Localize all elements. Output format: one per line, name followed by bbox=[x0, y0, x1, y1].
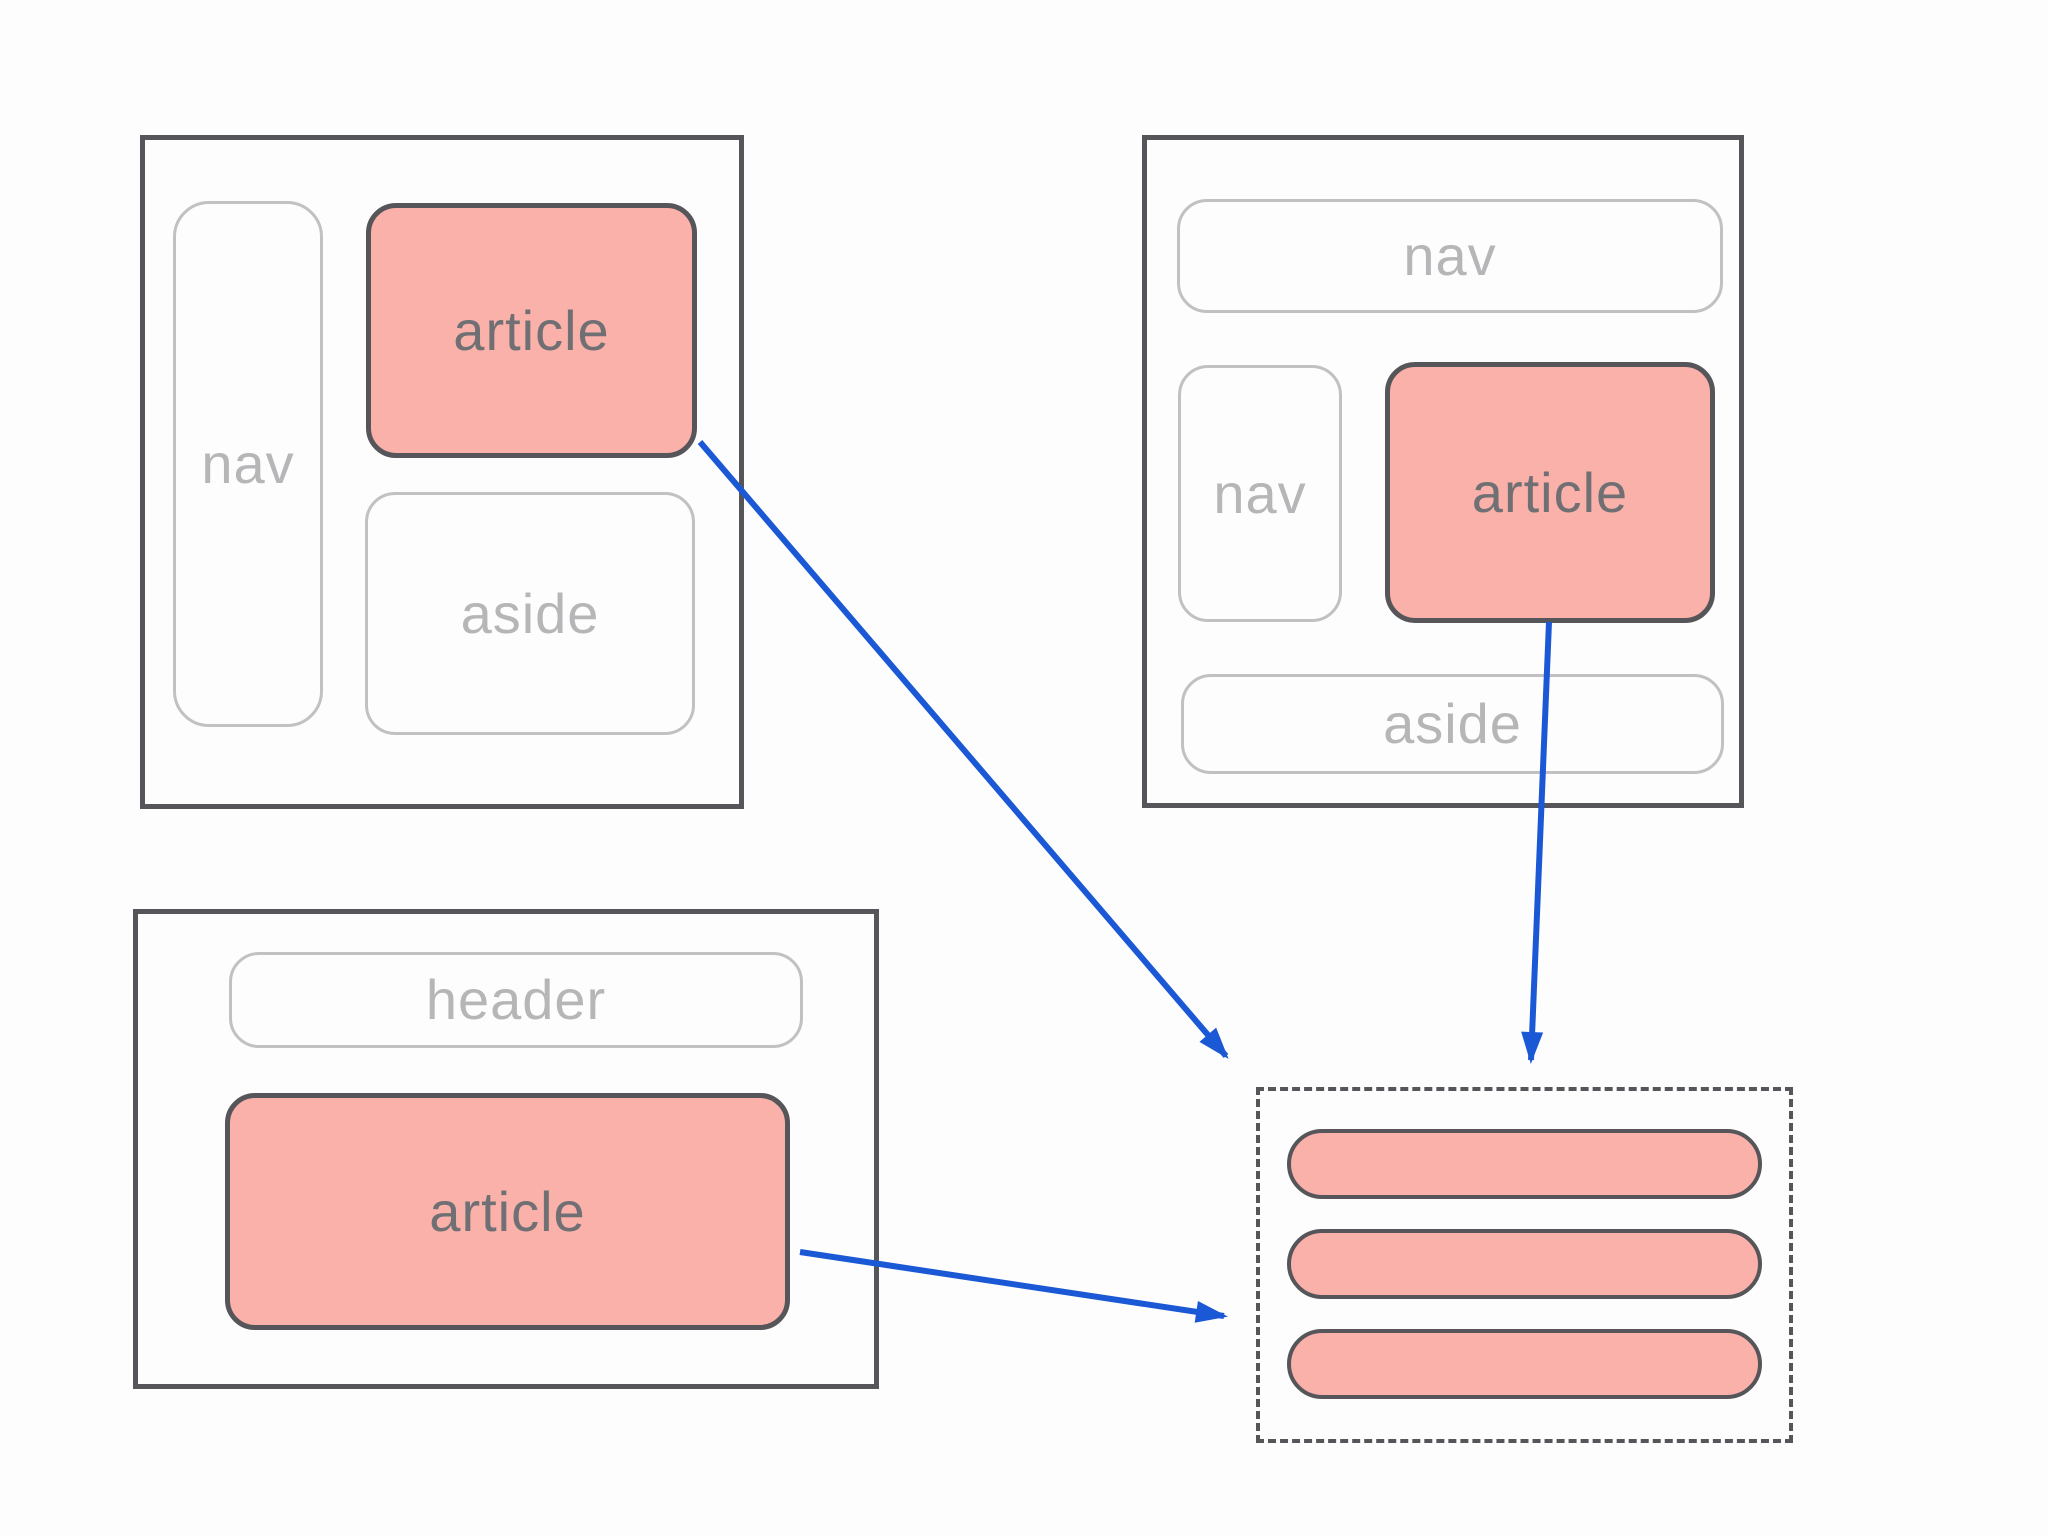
grid-left-aside-box: aside bbox=[365, 492, 695, 735]
nav-label: nav bbox=[1403, 224, 1497, 287]
panel-grid-right: nav nav article aside bbox=[1142, 135, 1744, 808]
panel-grid-left: nav article aside bbox=[140, 135, 744, 809]
target-dashed-box bbox=[1256, 1087, 1793, 1443]
grid-left-nav-box: nav bbox=[173, 201, 323, 727]
grid-left-article-box: article bbox=[366, 203, 697, 458]
content-bar-2 bbox=[1287, 1229, 1762, 1299]
grid-right-article-box: article bbox=[1385, 362, 1715, 623]
panel-stack: header article bbox=[133, 909, 879, 1389]
content-bar-1 bbox=[1287, 1129, 1762, 1199]
aside-label: aside bbox=[1383, 692, 1522, 755]
stack-article-box: article bbox=[225, 1093, 790, 1330]
article-label: article bbox=[429, 1179, 586, 1243]
content-bar-3 bbox=[1287, 1329, 1762, 1399]
header-label: header bbox=[425, 968, 607, 1031]
grid-right-nav-top-box: nav bbox=[1177, 199, 1723, 313]
aside-label: aside bbox=[460, 581, 600, 645]
article-label: article bbox=[1471, 460, 1629, 524]
stack-header-box: header bbox=[229, 952, 803, 1048]
grid-right-nav-left-box: nav bbox=[1178, 365, 1342, 622]
article-label: article bbox=[453, 298, 610, 362]
nav-label: nav bbox=[201, 432, 295, 495]
grid-right-aside-box: aside bbox=[1181, 674, 1724, 774]
nav-label: nav bbox=[1213, 461, 1307, 525]
